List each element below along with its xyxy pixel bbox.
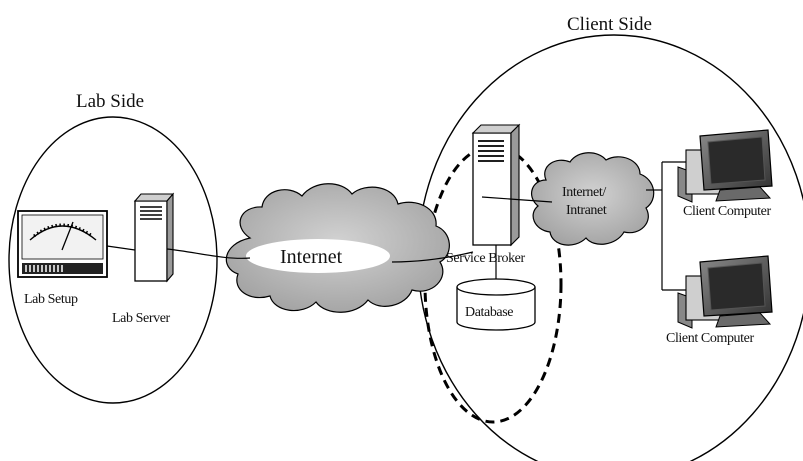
lab-setup-label: Lab Setup (24, 292, 78, 307)
lab-server-label: Lab Server (112, 311, 171, 326)
link-broker-intranet (481, 196, 553, 203)
client-computer-2-icon (677, 255, 773, 329)
client-side-region (417, 34, 803, 461)
link-internet-broker (391, 251, 474, 263)
client-computer-1-icon (677, 129, 773, 203)
database-cylinder-icon (456, 278, 536, 331)
intranet-cloud (530, 152, 655, 246)
lab-server-tower-icon (133, 192, 175, 283)
internet-label: Internet (280, 246, 343, 268)
link-setup-server (106, 245, 136, 251)
lab-side-region (8, 116, 218, 404)
client-computer-1-label: Client Computer (683, 204, 771, 219)
internet-cloud (225, 183, 450, 313)
connection-lines (106, 161, 686, 291)
service-broker-label: Service Broker (446, 251, 525, 266)
link-server-internet (166, 248, 251, 259)
client-computer-2-label: Client Computer (666, 331, 754, 346)
database-label: Database (465, 305, 513, 320)
meter-panel-icon (17, 210, 108, 278)
intranet-label-line2: Intranet (566, 203, 607, 218)
intranet-label-line1: Internet/ (562, 185, 606, 200)
client-side-label: Client Side (567, 14, 652, 35)
service-broker-tower-icon (471, 123, 521, 247)
lab-side-label: Lab Side (76, 91, 144, 112)
